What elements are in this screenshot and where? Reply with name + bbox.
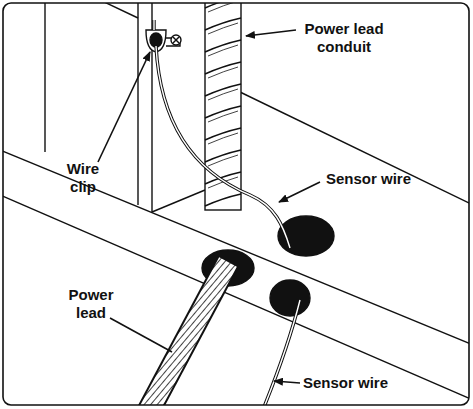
part-label: Power lead conduit [296, 20, 392, 56]
part-label: Sensor wire [303, 374, 388, 392]
part-label: Power lead [66, 286, 116, 322]
part-label: Wire clip [58, 160, 108, 196]
part-label: Sensor wire [326, 170, 411, 188]
